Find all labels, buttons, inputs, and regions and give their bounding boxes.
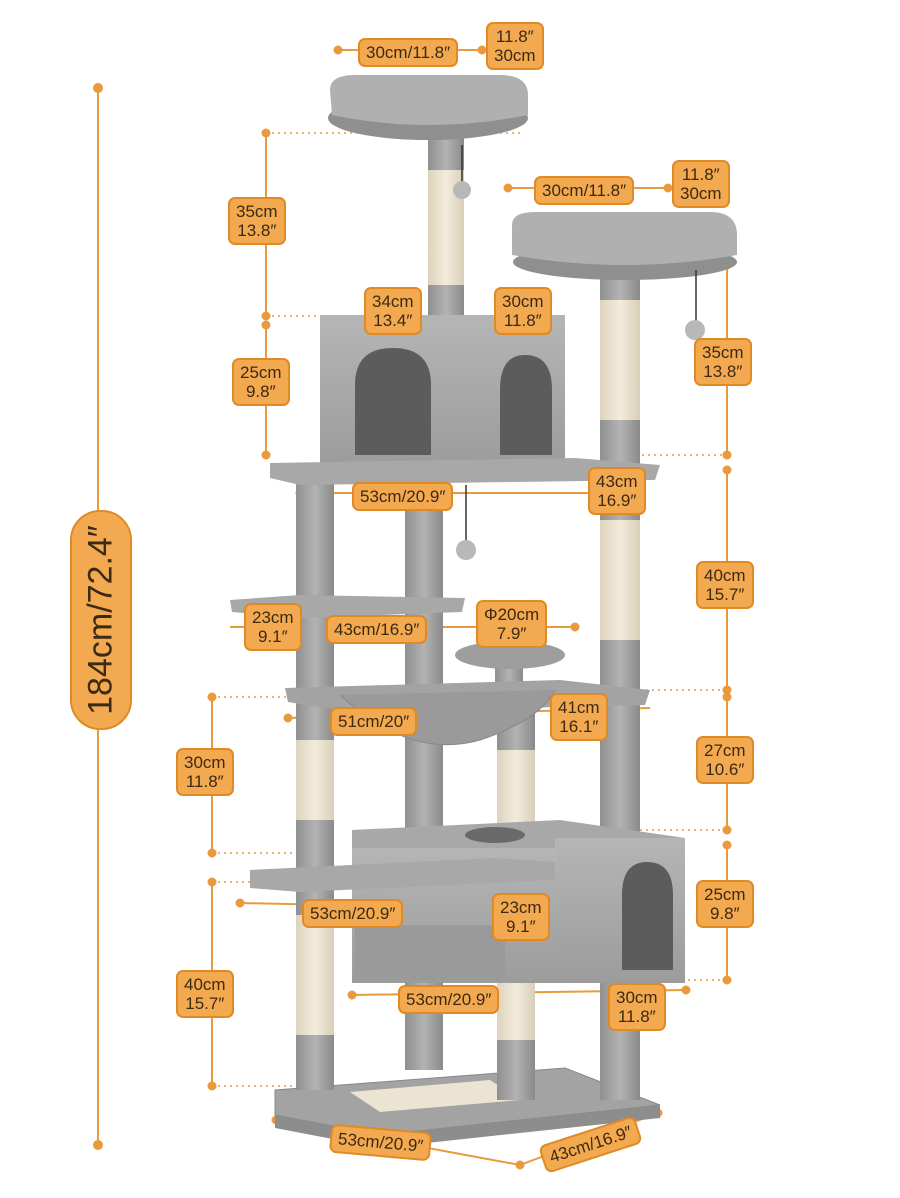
upper-condo-door-left — [355, 348, 431, 455]
upper-platform — [270, 458, 660, 485]
front-left-sisal-2 — [296, 915, 334, 1035]
right-post-sisal-1 — [600, 300, 640, 420]
side-perch-width-label: 30cm/11.8″ — [534, 176, 635, 205]
front-left-sisal-1 — [296, 740, 334, 820]
platform-width-label: 53cm/20.9″ — [352, 482, 454, 511]
lower-platform — [250, 858, 555, 892]
top-perch-width-label: 30cm/11.8″ — [358, 38, 459, 67]
top-pompom — [453, 181, 471, 199]
upper-condo-door-right — [500, 355, 552, 455]
front-mid-sisal-1 — [497, 750, 535, 835]
condo-depth-label: 30cm 11.8″ — [494, 287, 552, 335]
lower-box-depth-label: 30cm 11.8″ — [608, 983, 666, 1031]
small-platform-length-label: 43cm/16.9″ — [326, 615, 428, 644]
mid-pompom — [456, 540, 476, 560]
condo-width-label: 34cm 13.4″ — [364, 287, 422, 335]
lower-platform-width-label: 53cm/20.9″ — [302, 899, 404, 928]
side-post-height-label: 35cm 13.8″ — [694, 338, 752, 386]
round-perch-diameter-label: Φ20cm 7.9″ — [476, 600, 548, 648]
condo-height-label: 25cm 9.8″ — [232, 358, 290, 406]
top-post-height-label: 35cm 13.8″ — [228, 197, 286, 245]
side-pompom — [685, 320, 705, 340]
side-perch-bed — [512, 212, 737, 265]
hammock-height-label: 30cm 11.8″ — [176, 748, 234, 796]
side-perch-depth-label: 11.8″ 30cm — [672, 160, 730, 208]
hammock-depth-label: 41cm 16.1″ — [550, 693, 608, 741]
top-perch-depth-label: 11.8″ 30cm — [486, 22, 544, 70]
lower-condo-height-label: 25cm 9.8″ — [696, 880, 754, 928]
bottom-post-height-label: 40cm 15.7″ — [176, 970, 234, 1018]
platform-depth-label: 43cm 16.9″ — [588, 467, 646, 515]
base-scratch-pad — [350, 1080, 520, 1112]
top-perch-bed — [330, 75, 528, 125]
mid-post-height-label: 40cm 15.7″ — [696, 561, 754, 609]
lower-box-width-label: 53cm/20.9″ — [398, 985, 500, 1014]
hammock-width-label: 51cm/20″ — [330, 707, 418, 736]
lower-platform-depth-label: 23cm 9.1″ — [492, 893, 550, 941]
right-post-sisal-2 — [600, 520, 640, 640]
lower-condo-hole — [465, 827, 525, 843]
total-height-label: 184cm/72.4″ — [70, 510, 132, 730]
right-post-height-label: 27cm 10.6″ — [696, 736, 754, 784]
lower-condo-door — [622, 862, 673, 970]
lower-platform-front — [355, 925, 505, 980]
small-platform-width-label: 23cm 9.1″ — [244, 603, 302, 651]
total-height-text: 184cm/72.4″ — [81, 525, 120, 715]
round-perch — [455, 641, 565, 669]
